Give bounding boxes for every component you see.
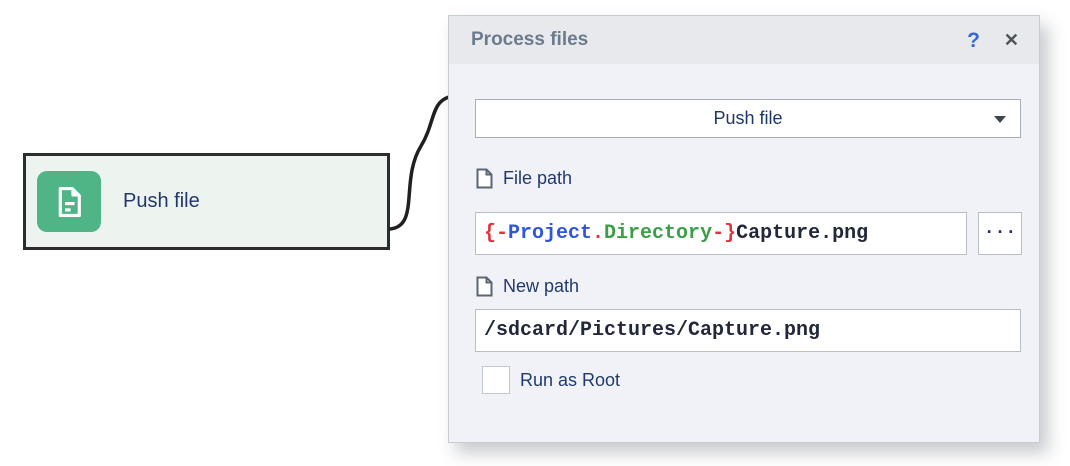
action-dropdown[interactable]: Push file: [475, 99, 1021, 138]
new-path-label: New path: [476, 273, 579, 299]
close-icon[interactable]: ✕: [1003, 30, 1019, 50]
process-files-panel: Process files ? ✕ Push file File path {-…: [448, 15, 1040, 443]
file-document-icon: [37, 171, 101, 232]
browse-button[interactable]: ...: [978, 212, 1022, 255]
run-as-root-checkbox[interactable]: [482, 366, 510, 394]
run-as-root-label: Run as Root: [520, 369, 621, 390]
help-icon[interactable]: ?: [967, 28, 980, 52]
page-icon: [476, 168, 493, 188]
panel-header: Process files ? ✕: [449, 16, 1039, 64]
action-dropdown-value: Push file: [713, 108, 783, 128]
node-label: Push file: [123, 190, 200, 212]
file-path-input[interactable]: {-Project.Directory-}Capture.png: [475, 212, 967, 255]
new-path-input[interactable]: /sdcard/Pictures/Capture.png: [475, 309, 1021, 352]
flow-node-push-file[interactable]: Push file: [23, 153, 390, 250]
chevron-down-icon: [994, 116, 1006, 123]
new-path-label-text: New path: [503, 275, 580, 296]
file-path-label-text: File path: [503, 167, 573, 188]
page-icon: [476, 276, 493, 296]
run-as-root-row: Run as Root: [482, 366, 620, 394]
panel-title: Process files: [471, 29, 589, 50]
file-path-label: File path: [476, 165, 572, 191]
